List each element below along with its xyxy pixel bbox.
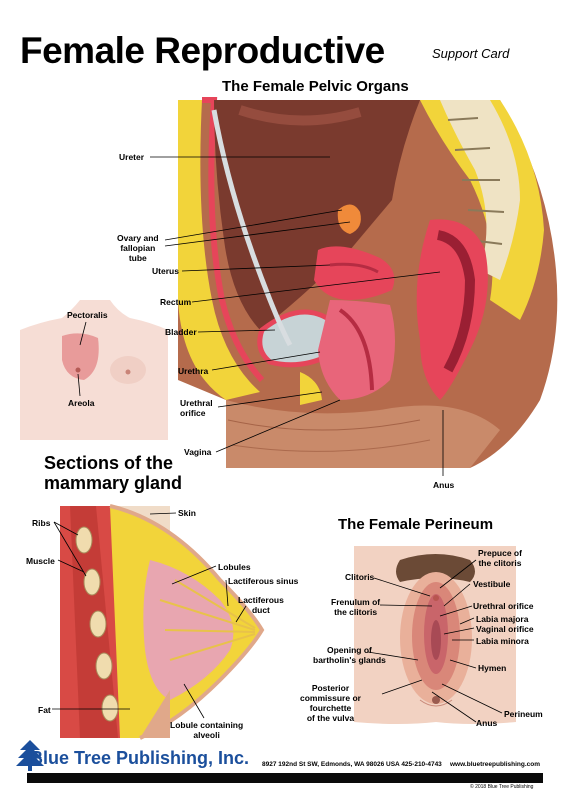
label-ribs: Ribs xyxy=(32,518,51,528)
label-vaginal-orifice: Vaginal orifice xyxy=(476,624,534,634)
label-ureter: Ureter xyxy=(119,152,145,162)
publisher-website[interactable]: www.bluetreepublishing.com xyxy=(450,761,541,768)
mammary-heading: Sections of the mammary gland xyxy=(44,453,183,493)
label-bartholin: Opening of bartholin's glands xyxy=(313,645,386,665)
pelvic-heading: The Female Pelvic Organs xyxy=(222,78,409,95)
publisher-name: Blue Tree Publishing, Inc. xyxy=(30,748,250,768)
label-bladder: Bladder xyxy=(165,327,197,337)
label-frenulum: Frenulum of the clitoris xyxy=(331,597,381,617)
label-lobule-alveoli: Lobule containing alveoli xyxy=(170,720,244,740)
copyright: © 2018 Blue Tree Publishing xyxy=(470,784,534,790)
label-lactiferous-sinus: Lactiferous sinus xyxy=(228,576,299,586)
label-muscle: Muscle xyxy=(26,556,55,566)
publisher-address: 8927 192nd St SW, Edmonds, WA 98026 USA … xyxy=(262,761,442,768)
label-uterus: Uterus xyxy=(152,266,179,276)
mammary-illustration xyxy=(60,504,265,740)
label-posterior-commissure: Posterior commissure or fourchette of th… xyxy=(300,683,361,723)
page-subtitle: Support Card xyxy=(432,46,510,61)
label-ovary-fallopian-tube: Ovary and fallopian tube xyxy=(117,233,159,263)
perineum-heading: The Female Perineum xyxy=(338,516,494,533)
label-hymen: Hymen xyxy=(478,663,507,673)
perineum-leader-lines xyxy=(367,559,503,723)
mammary-leader-lines xyxy=(52,512,247,719)
label-perineum: Perineum xyxy=(504,709,543,719)
label-pectoralis: Pectoralis xyxy=(67,310,108,320)
label-urethral-orifice: Urethral orifice xyxy=(180,398,213,418)
label-urethral-orifice-perineum: Urethral orifice xyxy=(473,601,534,611)
page-title: Female Reproductive xyxy=(20,30,385,71)
label-lobules: Lobules xyxy=(218,562,251,572)
label-vestibule: Vestibule xyxy=(473,579,511,589)
pelvic-leader-lines xyxy=(150,156,444,476)
label-labia-majora: Labia majora xyxy=(476,614,529,624)
perineum-illustration xyxy=(354,546,516,724)
torso-illustration xyxy=(20,300,168,440)
label-skin: Skin xyxy=(178,508,196,518)
pelvic-illustration xyxy=(178,97,558,468)
torso-leader-lines xyxy=(77,321,87,397)
label-clitoris: Clitoris xyxy=(345,572,375,582)
label-urethra: Urethra xyxy=(178,366,209,376)
label-anus-perineum: Anus xyxy=(476,718,498,728)
footer-bar xyxy=(27,773,543,783)
label-fat: Fat xyxy=(38,705,51,715)
label-areola: Areola xyxy=(68,398,95,408)
label-rectum: Rectum xyxy=(160,297,192,307)
label-labia-minora: Labia minora xyxy=(476,636,529,646)
label-lactiferous-duct: Lactiferous duct xyxy=(238,595,284,615)
label-prepuce: Prepuce of the clitoris xyxy=(478,548,522,568)
label-anus: Anus xyxy=(433,480,455,490)
label-vagina: Vagina xyxy=(184,447,212,457)
tree-logo-icon xyxy=(16,740,44,771)
